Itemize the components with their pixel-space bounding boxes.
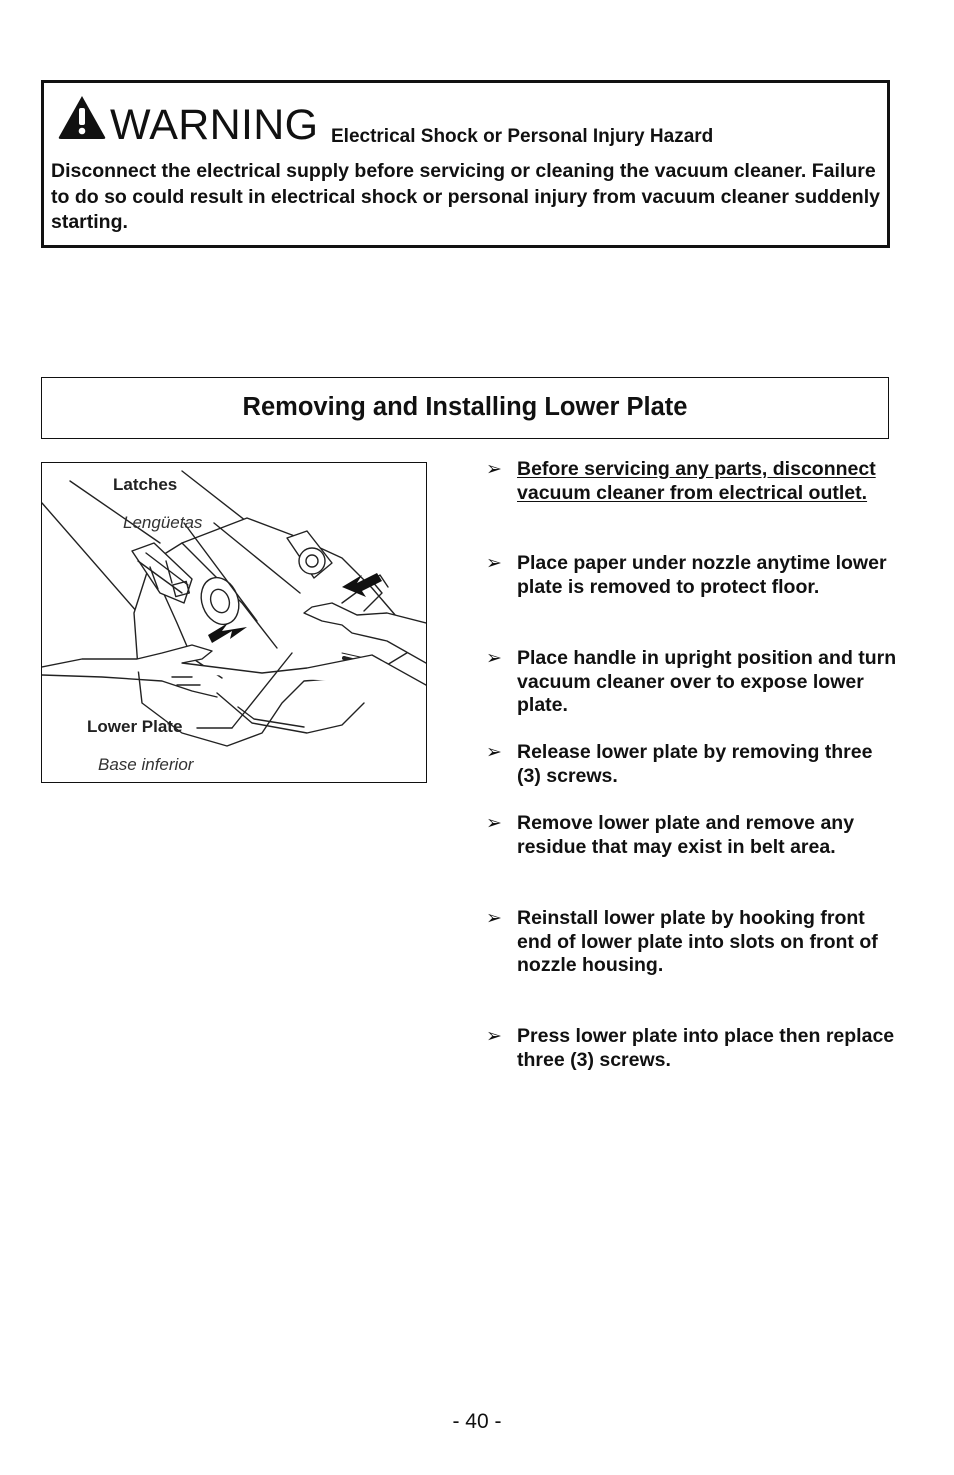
step-text: Release lower plate by removing three (3… (517, 741, 873, 787)
step-text: Place handle in upright position and tur… (517, 647, 897, 716)
arrow-bullet-icon: ➢ (486, 741, 502, 763)
step-text: Remove lower plate and remove any residu… (517, 812, 855, 858)
latches-label: Latches (113, 475, 178, 494)
warning-box: WARNING Electrical Shock or Personal Inj… (41, 80, 890, 248)
arrow-bullet-icon: ➢ (486, 907, 502, 929)
warning-title: WARNING (110, 101, 319, 149)
section-title: Removing and Installing Lower Plate (242, 393, 688, 421)
step-text: Reinstall lower plate by hooking front e… (517, 907, 878, 976)
warning-subtitle: Electrical Shock or Personal Injury Haza… (331, 126, 714, 147)
step-text: Place paper under nozzle anytime lower p… (517, 552, 887, 598)
arrow-bullet-icon: ➢ (486, 552, 502, 574)
step-text: Before servicing any parts, disconnect v… (517, 458, 876, 504)
warning-body: Disconnect the electrical supply before … (51, 160, 880, 233)
arrow-bullet-icon: ➢ (486, 812, 502, 834)
lower-plate-figure: Latches Lengüetas Lower Plate Base infer… (41, 462, 427, 783)
section-header: Removing and Installing Lower Plate (41, 377, 889, 439)
arrow-bullet-icon: ➢ (486, 458, 502, 480)
latches-label-spanish: Lengüetas (123, 513, 203, 532)
lower-plate-label: Lower Plate (87, 717, 183, 736)
arrow-bullet-icon: ➢ (486, 1025, 502, 1047)
arrow-bullet-icon: ➢ (486, 647, 502, 669)
warning-header: WARNING Electrical Shock or Personal Inj… (54, 91, 874, 147)
step-text: Press lower plate into place then replac… (517, 1025, 895, 1071)
lower-plate-label-spanish: Base inferior (98, 755, 194, 774)
vacuum-lower-plate-illustration (42, 470, 426, 747)
page-number: - 40 - (452, 1410, 502, 1433)
warning-triangle-icon (57, 94, 107, 140)
